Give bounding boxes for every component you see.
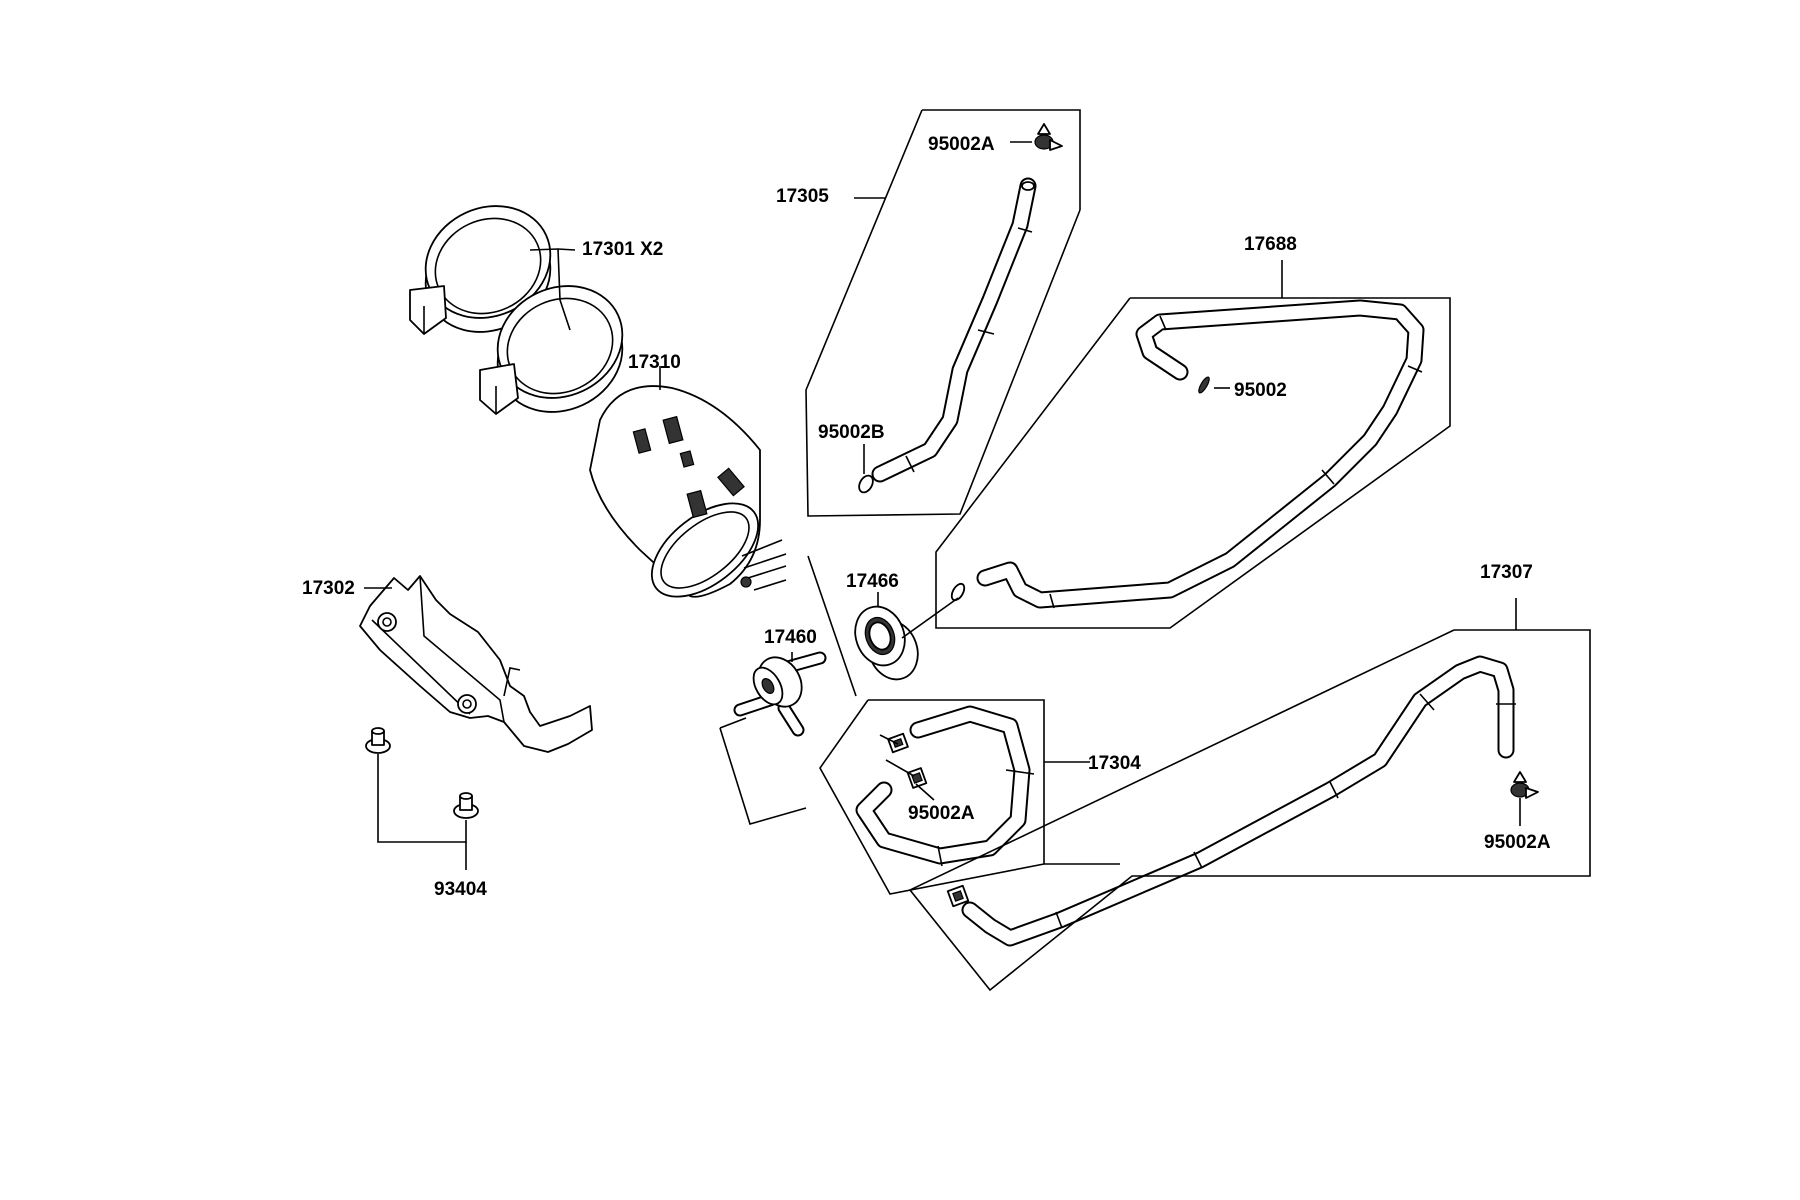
clamp-band-lower <box>479 285 624 415</box>
callouts: 17301 X2 17310 17302 93404 17305 95002A … <box>302 134 1551 900</box>
label-93404: 93404 <box>434 879 487 900</box>
bolt-right <box>453 792 479 819</box>
grommet <box>854 605 919 681</box>
hose-clip-95002A-top <box>1034 123 1063 151</box>
hose-clip-95002A-mid-lower <box>906 767 928 789</box>
label-95002A-mid: 95002A <box>908 803 975 824</box>
label-17307: 17307 <box>1480 562 1533 583</box>
label-95002A-top: 95002A <box>928 134 995 155</box>
hose-clip-95002-canister <box>950 582 966 602</box>
label-17305: 17305 <box>776 186 829 207</box>
label-95002A-right: 95002A <box>1484 832 1551 853</box>
canister <box>589 385 787 598</box>
hose-17305 <box>871 177 1037 483</box>
label-17688: 17688 <box>1244 234 1297 255</box>
hose-17304 <box>855 705 1035 867</box>
hose-clip-95002A-mid-upper <box>887 732 909 754</box>
label-17302: 17302 <box>302 578 355 599</box>
label-17460: 17460 <box>764 627 817 648</box>
hose-clip-95002A-low <box>946 884 970 908</box>
label-17304: 17304 <box>1088 753 1141 774</box>
bracket <box>359 575 593 753</box>
leader-lines <box>364 109 1591 992</box>
label-17310: 17310 <box>628 352 681 373</box>
hose-17307 <box>961 655 1516 947</box>
hose-clip-95002B <box>858 474 874 494</box>
check-valve <box>733 651 827 737</box>
label-95002B: 95002B <box>818 422 885 443</box>
label-95002: 95002 <box>1234 380 1287 401</box>
label-17301: 17301 X2 <box>582 239 663 260</box>
clamp-band-upper <box>409 205 552 335</box>
hose-clip-95002A-right <box>1510 771 1539 799</box>
bolt-left <box>365 727 391 754</box>
hose-clip-95002 <box>1198 376 1210 394</box>
hose-17688 <box>976 299 1425 609</box>
label-17466: 17466 <box>846 571 899 592</box>
